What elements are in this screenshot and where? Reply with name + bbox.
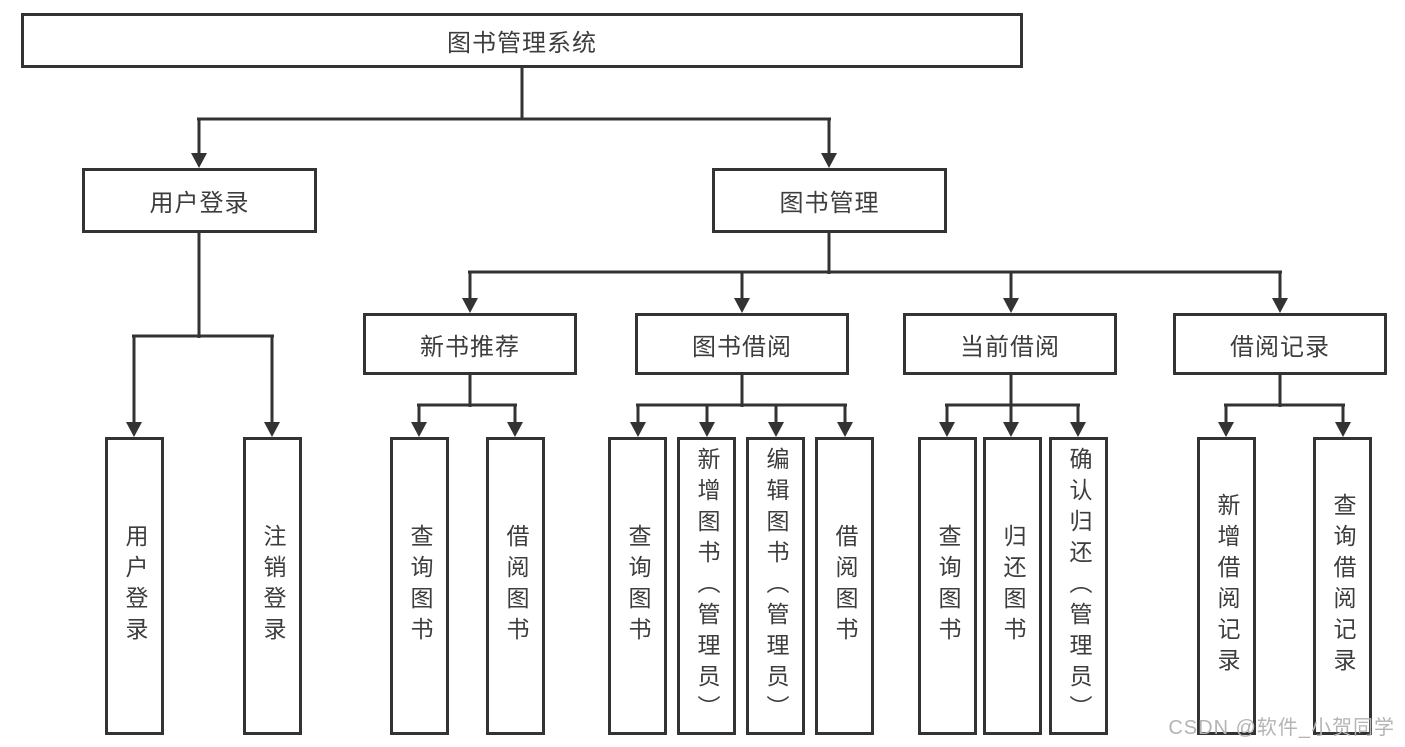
node-root: 图书管理系统 [21,13,1023,68]
node-book-borrow: 图书借阅 [635,313,849,375]
node-current-borrow: 当前借阅 [903,313,1117,375]
node-borrow-records: 借阅记录 [1173,313,1387,375]
leaf-cb-return-books: 归还图书 [983,437,1042,735]
leaf-bb-borrow-books: 借阅图书 [815,437,874,735]
arrowheads [126,153,1351,437]
leaf-br-query-record: 查询借阅记录 [1313,437,1372,735]
leaf-nb-borrow-books: 借阅图书 [486,437,545,735]
leaf-bb-edit-books-admin: 编辑图书（管理员） [746,437,805,735]
node-book-management: 图书管理 [712,168,947,233]
leaf-user-login: 用户登录 [105,437,164,735]
leaf-logout: 注销登录 [243,437,302,735]
leaf-cb-query-books: 查询图书 [918,437,977,735]
leaf-bb-add-books-admin: 新增图书（管理员） [677,437,736,735]
node-user-login: 用户登录 [82,168,317,233]
watermark: CSDN @软件_小贺同学 [1168,717,1395,739]
leaf-bb-query-books: 查询图书 [608,437,667,735]
leaf-br-add-record: 新增借阅记录 [1197,437,1256,735]
leaf-cb-confirm-return-admin: 确认归还（管理员） [1049,437,1108,735]
leaf-nb-query-books: 查询图书 [390,437,449,735]
node-new-book-recommend: 新书推荐 [363,313,577,375]
